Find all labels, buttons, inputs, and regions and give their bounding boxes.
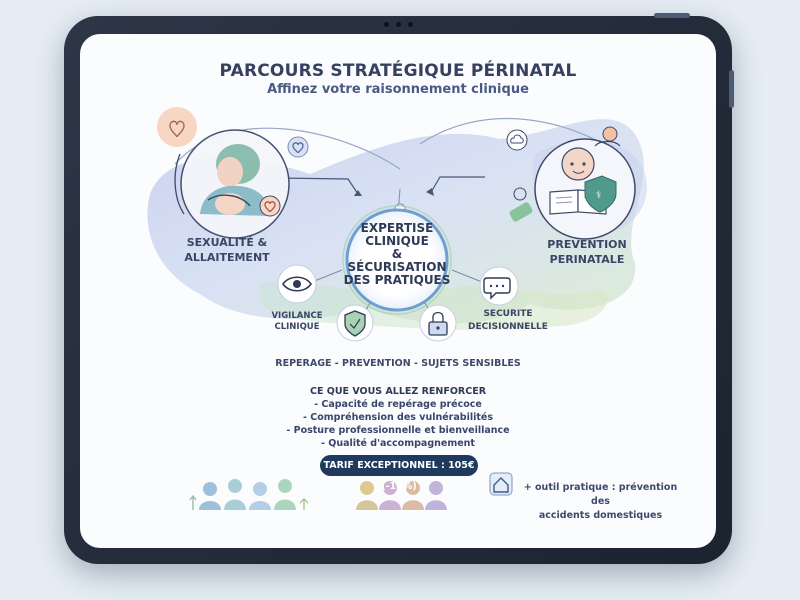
extra-tool-text: + outil pratique : prévention des accide… [523,482,678,521]
svg-text:⚕: ⚕ [596,190,601,201]
page-title: PARCOURS STRATÉGIQUE PÉRINATAL [219,61,577,81]
infographic-illustration: ⚕ [147,107,647,510]
lock-icon [428,311,448,336]
heart-bubble [157,107,197,147]
shield-care-icon [584,175,617,213]
left-node-label: SEXUALITÉ & ALLAITEMENT [184,236,270,264]
baby-icon [561,147,595,181]
benefit-item: - Compréhension des vulnérabilités [303,412,493,423]
benefits-title: CE QUE VOUS ALLEZ RENFORCER [309,386,487,397]
home-icon [493,477,509,493]
center-node-circle [345,208,449,312]
benefit-item: - Capacité de repérage précoce [314,399,482,410]
shield-icon [344,310,366,337]
page-subtitle: Affinez votre raisonnement clinique [267,82,529,97]
vigilance-label: VIGILANCE CLINIQUE [271,311,323,332]
eye-icon [282,276,312,292]
camera [384,22,416,28]
screen: ⚕ [80,34,716,548]
tagline: REPERAGE - PREVENTION - SUJETS SENSIBLES [275,358,521,369]
mother-baby-icon [200,144,270,216]
right-node-label: PREVENTION PERINATALE [547,238,627,266]
center-node-label: EXPERTISE CLINIQUE & SÉCURISATION DES PR… [343,221,451,287]
volume-button [729,70,734,108]
chat-icon [483,277,511,300]
people-illustration-center [356,481,447,510]
price-badge: TARIF EXCEPTIONNEL : 105€ (-10%) [320,455,478,492]
benefit-item: - Posture professionnelle et bienveillan… [286,425,510,436]
benefit-item: - Qualité d'accompagnement [321,438,475,449]
cloud-icon [510,134,524,144]
home-icon-frame [489,472,513,496]
power-button [654,13,690,18]
securite-label: SECURITE DECISIONNELLE [468,309,548,332]
heart-icon [169,120,185,138]
people-illustration-left [189,479,309,510]
